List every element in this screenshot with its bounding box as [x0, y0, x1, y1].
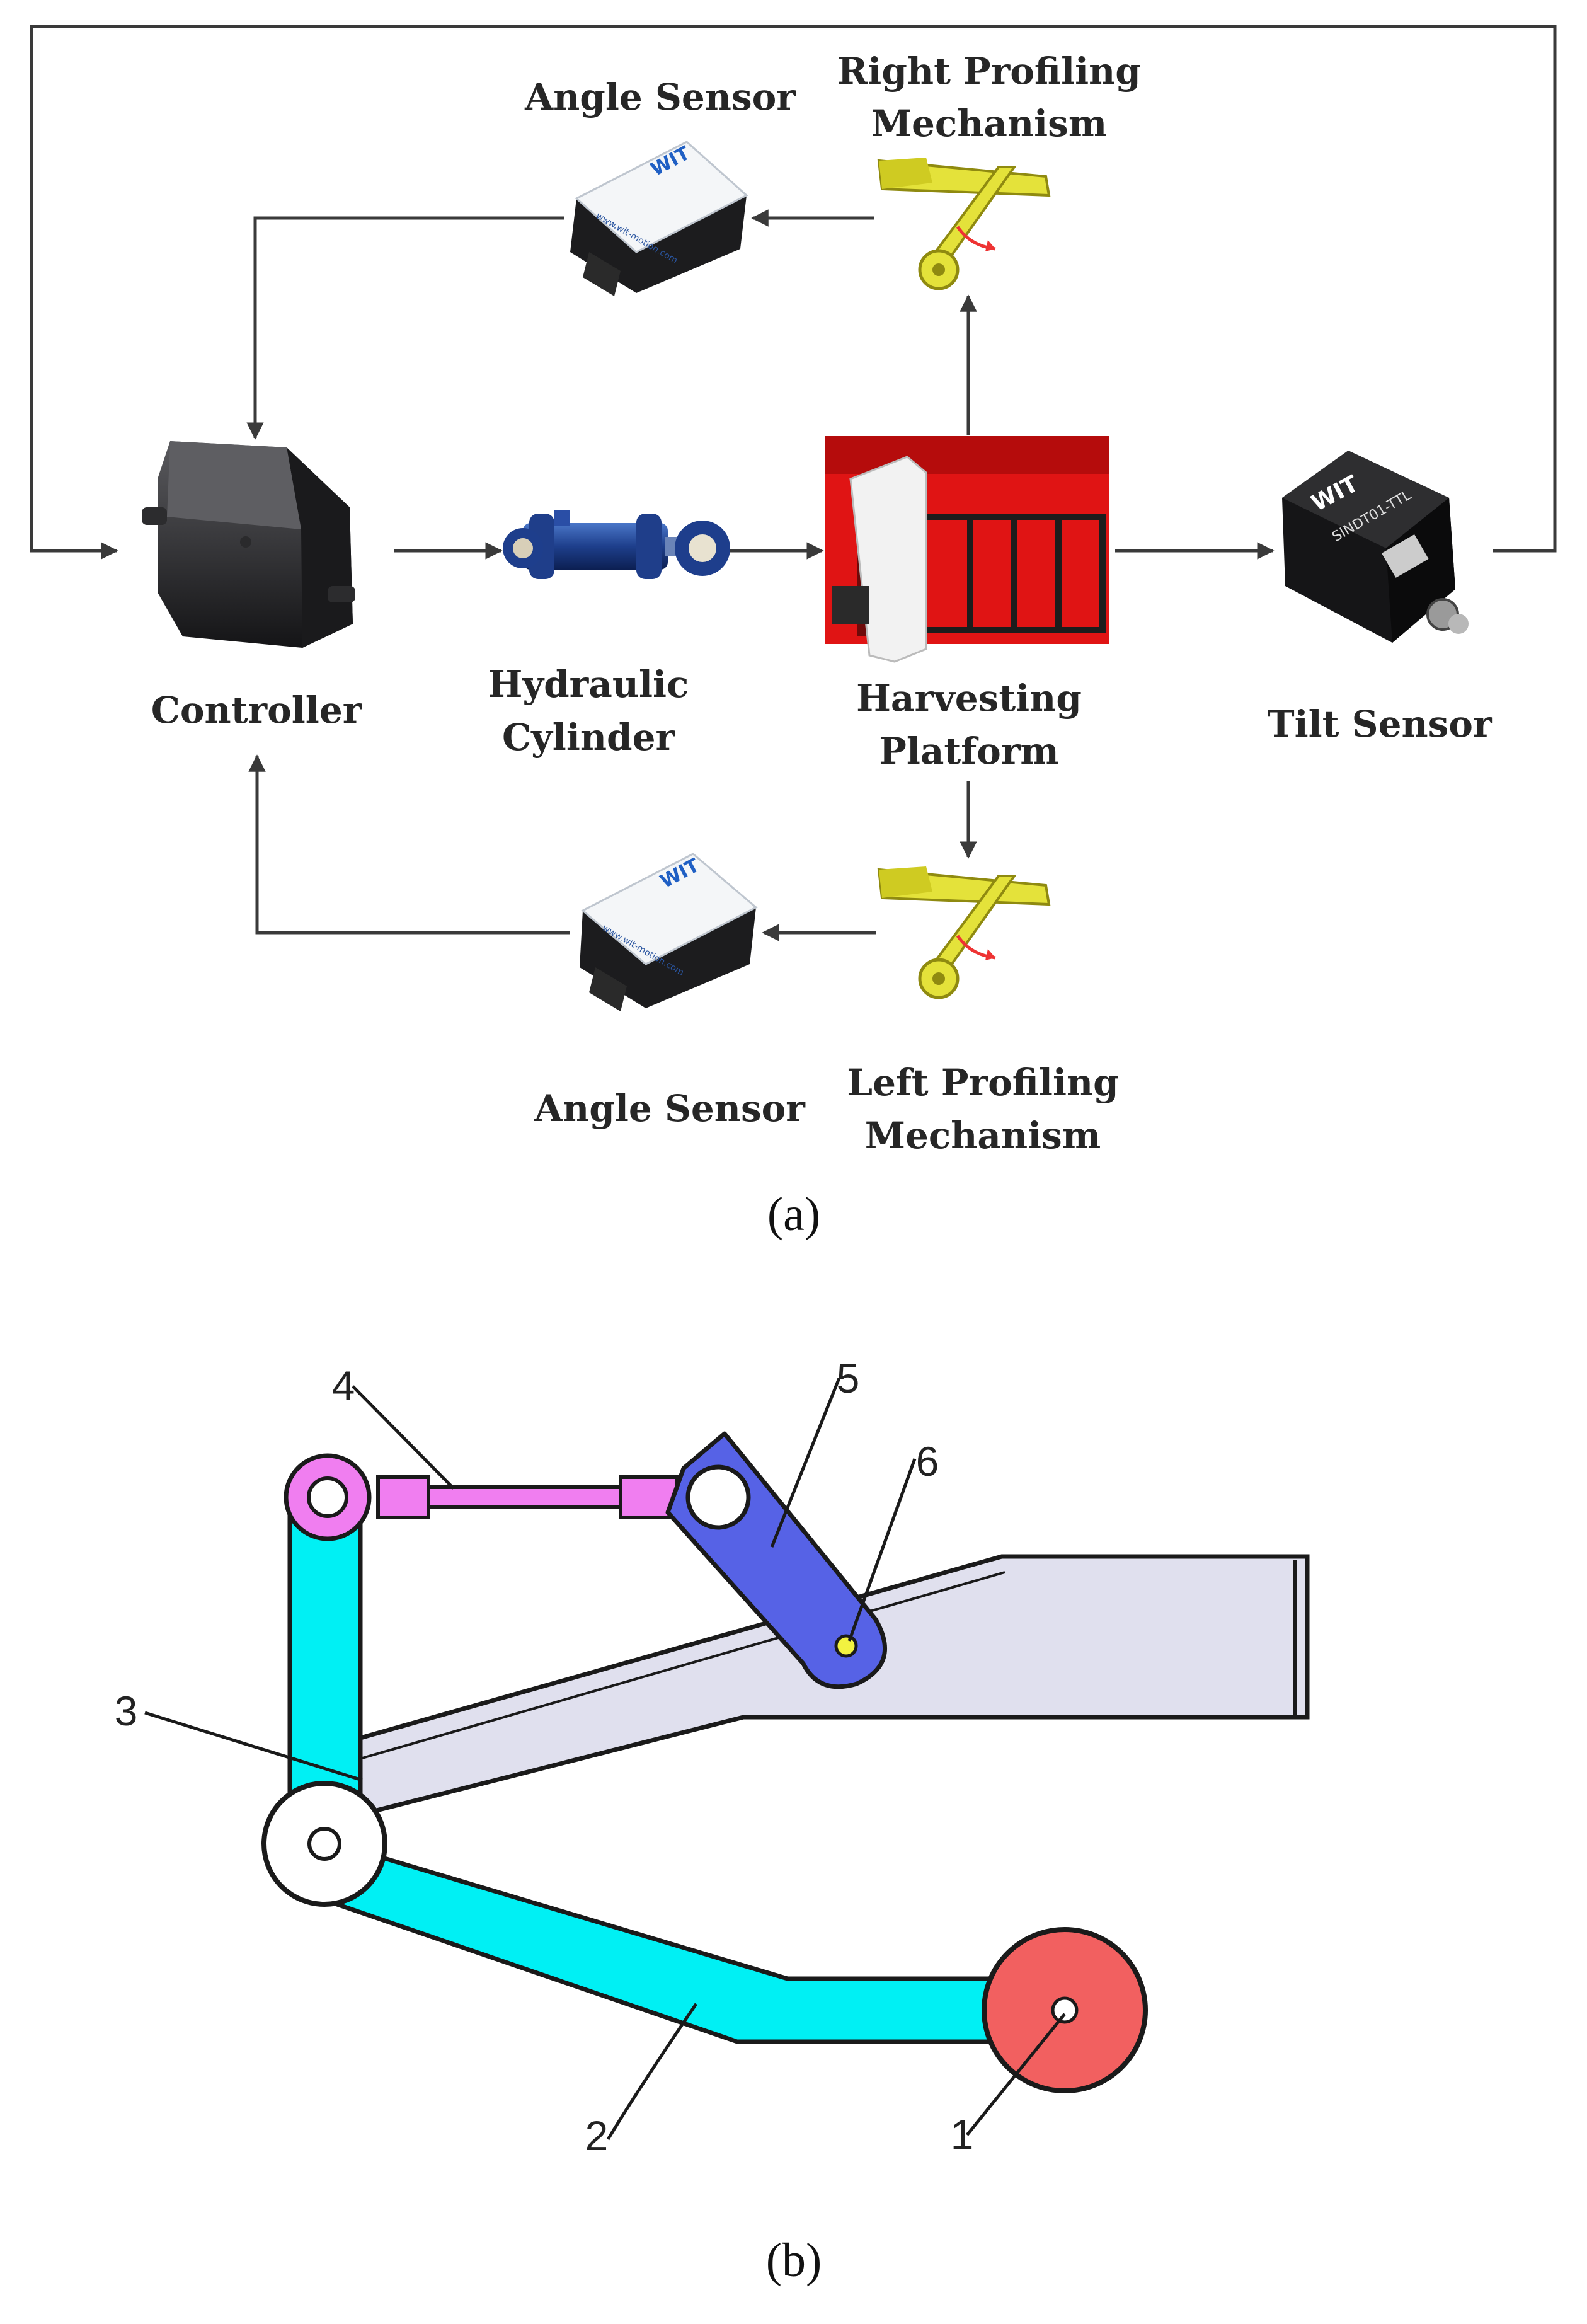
- part-2-arm: [312, 1841, 998, 2044]
- part-4-rod-bar: [401, 1485, 632, 1509]
- label-right-mechanism-line2: Mechanism: [871, 102, 1107, 145]
- angle-sensor-top-device: WIT www.wit-motion.com: [570, 141, 748, 296]
- leader-3: [144, 1711, 363, 1782]
- harvesting-platform-device: [825, 436, 1109, 663]
- panel-b-mechanism: 1 2 3 4 5 6 (b): [115, 1355, 1310, 2287]
- label-angle-sensor-top: Angle Sensor: [524, 76, 796, 118]
- part-number-3: 3: [115, 1688, 138, 1734]
- leader-2: [606, 2003, 698, 2141]
- label-tilt-sensor: Tilt Sensor: [1267, 703, 1493, 745]
- label-hydraulic-line1: Hydraulic: [488, 663, 689, 706]
- part-4-rod-end-right: [619, 1475, 679, 1519]
- panel-a-connectors: [30, 25, 1557, 941]
- controller-device: [142, 441, 355, 648]
- leader-1: [966, 2013, 1066, 2136]
- label-hydraulic-line2: Cylinder: [502, 716, 676, 759]
- arrow-bottom-sensor-to-controller: [248, 754, 570, 935]
- tilt-sensor-device: WIT SINDT01-TTL: [1282, 451, 1469, 643]
- label-left-mechanism-line1: Left Profiling: [847, 1061, 1118, 1104]
- caption-b: (b): [766, 2234, 822, 2287]
- panel-a-labels: Angle Sensor Right Profiling Mechanism C…: [151, 50, 1493, 1241]
- label-left-mechanism-line2: Mechanism: [865, 1114, 1101, 1157]
- hydraulic-cylinder-device: [503, 510, 730, 579]
- right-profiling-mechanism-device: [877, 158, 1051, 290]
- label-harvesting-line2: Platform: [879, 730, 1059, 773]
- part-number-1: 1: [951, 2111, 974, 2158]
- arrow-tilt-to-controller: [30, 25, 1557, 560]
- part-6-pin: [834, 1634, 858, 1658]
- part-number-6: 6: [916, 1438, 939, 1485]
- leader-6: [847, 1458, 917, 1642]
- leader-5: [770, 1378, 841, 1548]
- angle-sensor-bottom-device: WIT www.wit-motion.com: [580, 853, 758, 1011]
- left-profiling-mechanism-device: [877, 866, 1051, 999]
- arrow-top-sensor-to-controller: [246, 216, 564, 440]
- label-right-mechanism-line1: Right Profiling: [837, 50, 1141, 93]
- part-4-rod-end-left: [376, 1475, 430, 1519]
- label-angle-sensor-bottom: Angle Sensor: [534, 1087, 806, 1130]
- part-number-5: 5: [837, 1355, 860, 1401]
- part-number-4: 4: [332, 1362, 355, 1409]
- leader-4: [352, 1385, 455, 1490]
- label-harvesting-line1: Harvesting: [856, 677, 1082, 720]
- part-number-2: 2: [585, 2112, 609, 2159]
- label-controller: Controller: [151, 689, 363, 732]
- caption-a: (a): [767, 1188, 820, 1241]
